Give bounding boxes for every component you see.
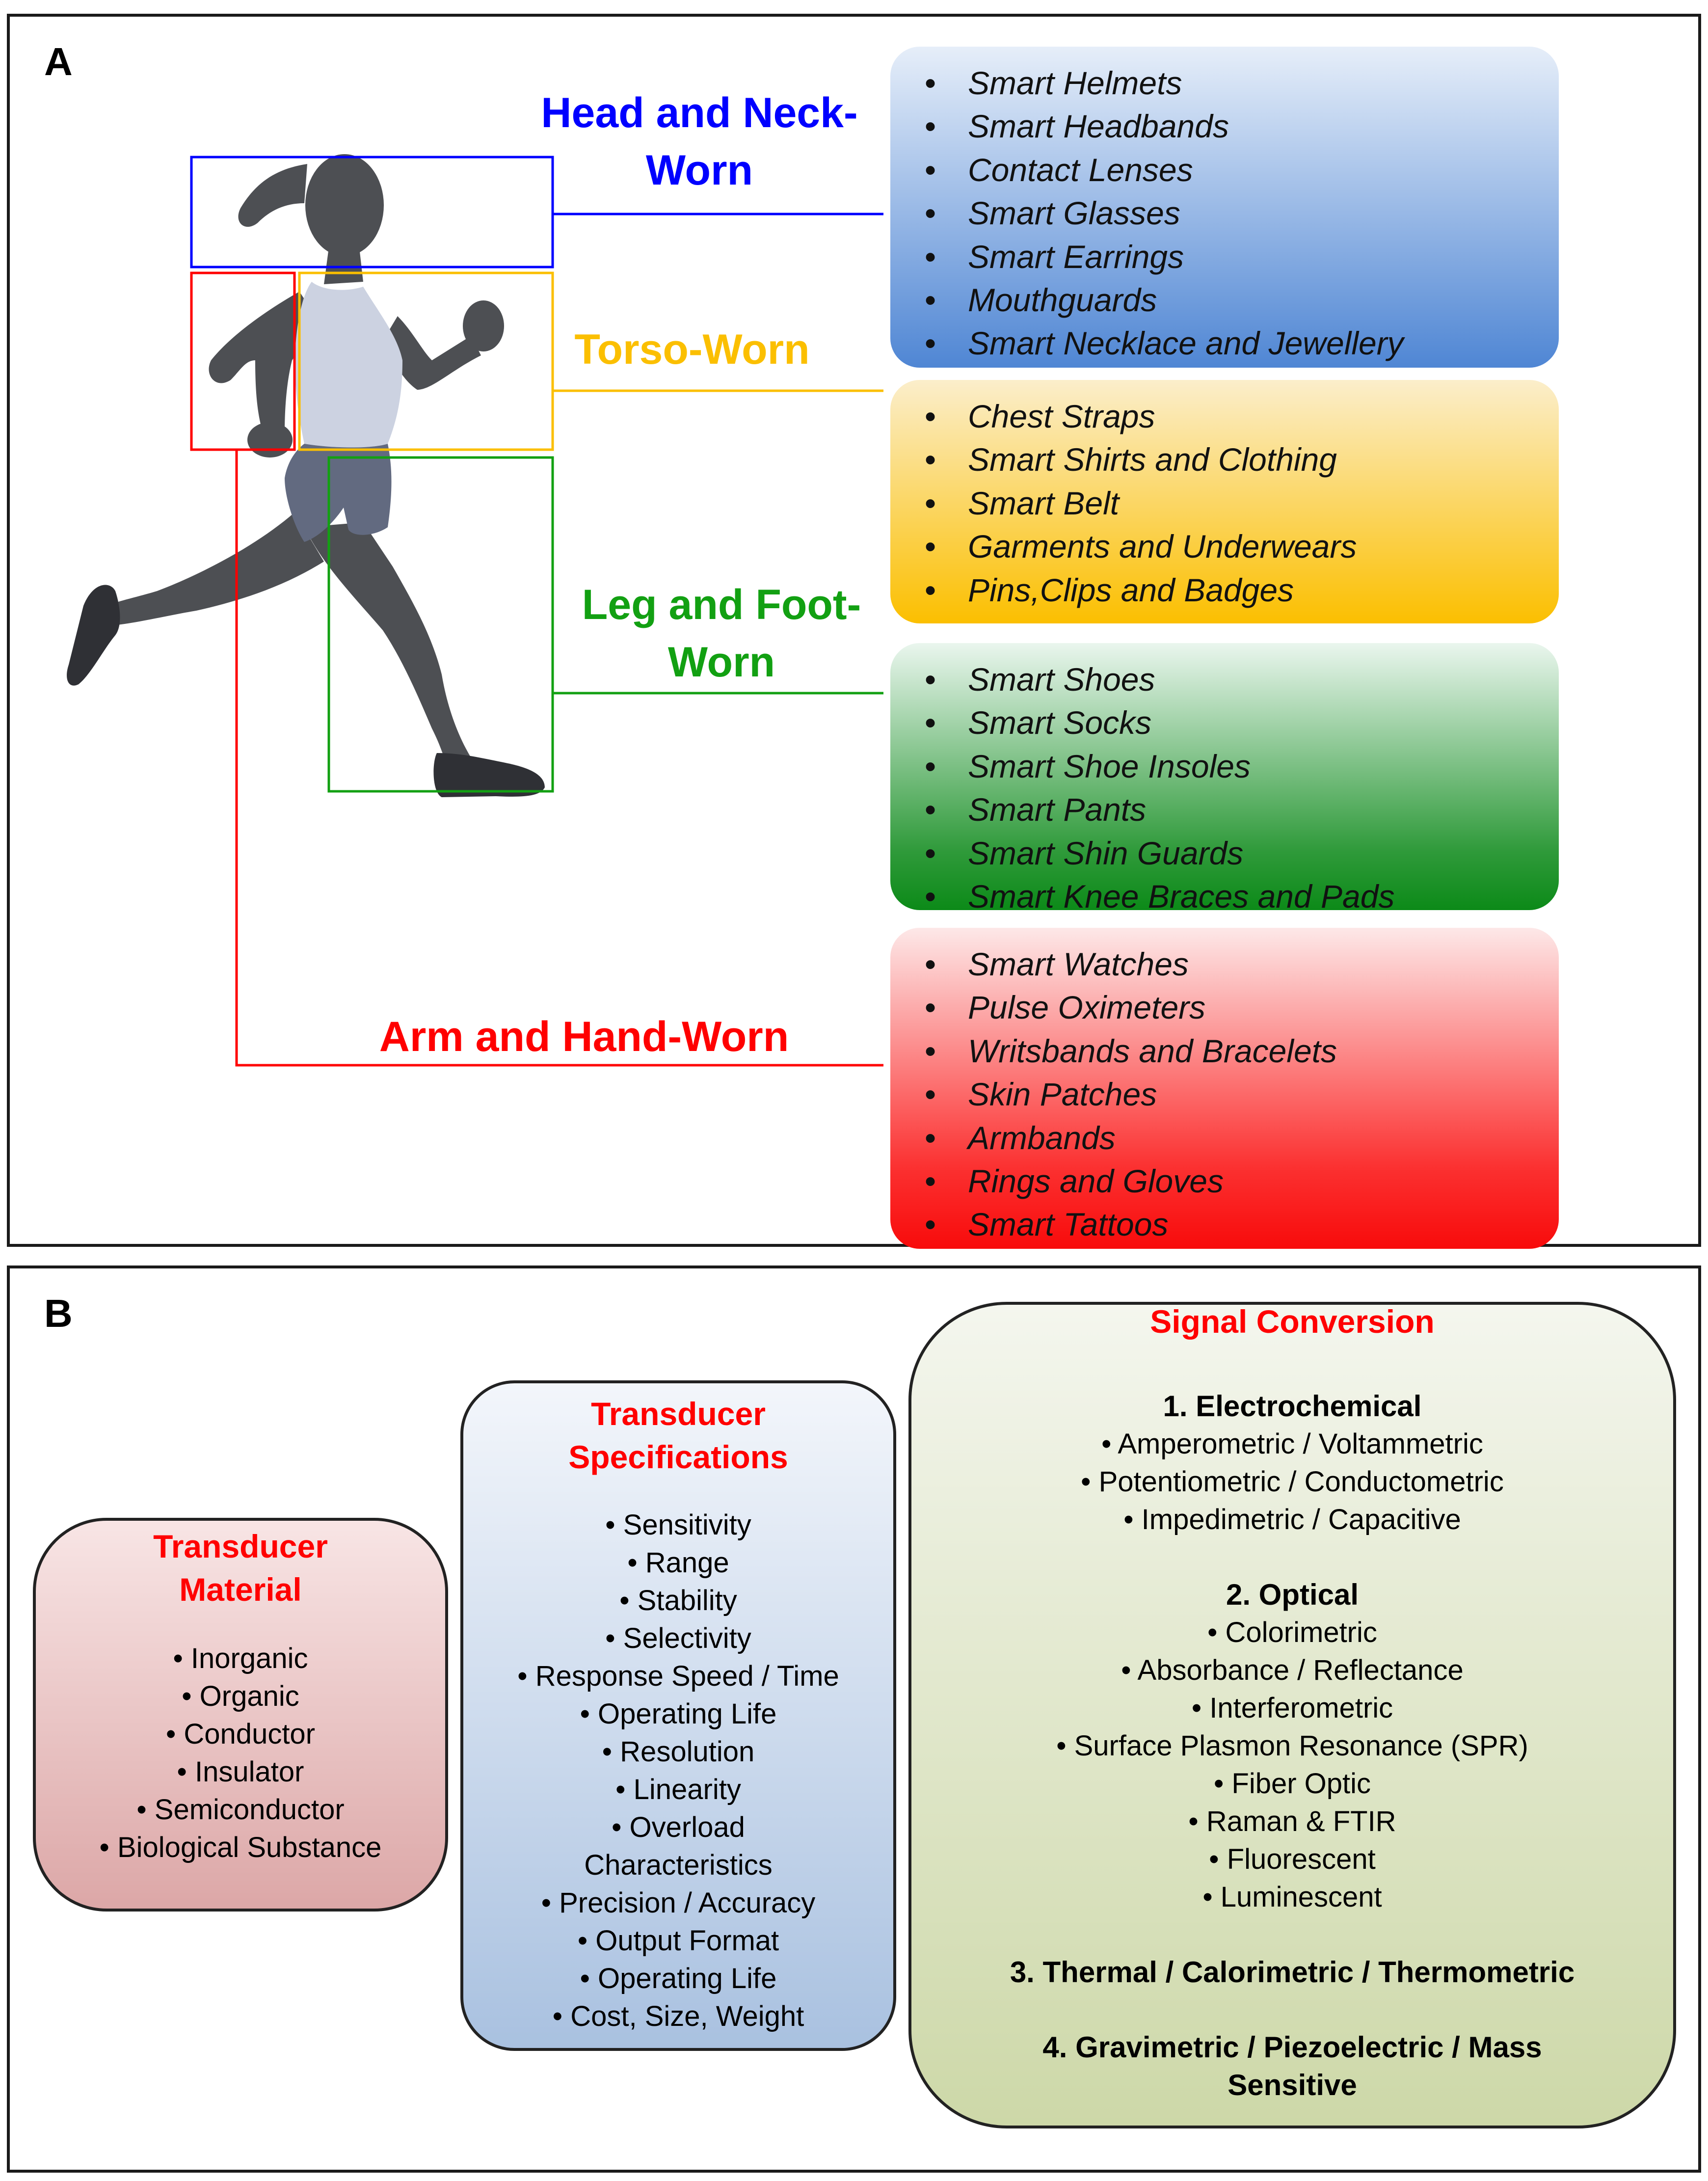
runner-front-arm: [383, 316, 481, 390]
list-item: • Impedimetric / Capacitive: [1123, 1504, 1461, 1535]
runner-front-hand: [463, 300, 504, 351]
list-item: • Luminescent: [1202, 1881, 1382, 1913]
list-item: • Biological Substance: [99, 1831, 382, 1863]
arm-connector-line: [235, 450, 883, 1067]
list-item: • Resolution: [602, 1736, 755, 1768]
runner-tank-top: [294, 282, 402, 448]
list-item: • Fiber Optic: [1213, 1768, 1371, 1800]
list-item: • Inorganic: [173, 1642, 308, 1674]
runner-head: [305, 154, 384, 256]
runner-ponytail: [238, 164, 307, 227]
list-item: • Selectivity: [605, 1622, 751, 1654]
list-item: • Raman & FTIR: [1188, 1805, 1396, 1837]
list-item: • Conductor: [165, 1718, 316, 1750]
list-item: Skin Patches: [925, 1073, 1559, 1116]
runner-front-shoe: [433, 753, 545, 797]
list-item: • Insulator: [177, 1756, 304, 1788]
panel-letter-b: B: [44, 1292, 73, 1335]
list-item: Contact Lenses: [925, 148, 1559, 192]
leg-foot-label: Leg and Foot-Worn: [582, 581, 861, 686]
list-item: • Fluorescent: [1209, 1843, 1376, 1875]
runner-shorts: [285, 444, 392, 542]
panel-a: A: [7, 14, 1701, 1249]
list-item: Smart Shin Guards: [925, 832, 1559, 875]
list-item: Smart Watches: [925, 942, 1559, 986]
transducer-material-title: Transducer Material: [153, 1528, 328, 1608]
list-item: Smart Shirts and Clothing: [925, 438, 1559, 482]
head-neck-label: Head and Neck-Worn: [541, 89, 858, 194]
list-item: • Absorbance / Reflectance: [1121, 1654, 1464, 1686]
list-item: Pulse Oximeters: [925, 986, 1559, 1029]
list-item: Smart Headbands: [925, 105, 1559, 148]
transducer-specifications-title: Transducer Specifications: [568, 1396, 788, 1475]
runner-front-leg: [304, 522, 471, 763]
signal-conversion-title: Signal Conversion: [1150, 1303, 1435, 1340]
arm-hand-device-list: Smart Watches Pulse Oximeters Writsbands…: [890, 928, 1559, 1249]
transducer-material-box: Transducer Material • Inorganic • Organi…: [33, 1518, 448, 1912]
list-item: • Overload Characteristics: [584, 1811, 773, 1881]
list-item: Armbands: [925, 1116, 1559, 1160]
torso-region-box: [298, 271, 554, 451]
head-neck-device-list: Smart Helmets Smart Headbands Contact Le…: [890, 47, 1559, 368]
list-item: Smart Shoes: [925, 658, 1559, 701]
signal-conversion-box: Signal Conversion 1. Electrochemical • A…: [908, 1302, 1676, 2128]
leg-foot-device-list: Smart Shoes Smart Socks Smart Shoe Insol…: [890, 643, 1559, 918]
runner-back-shoe: [67, 585, 120, 686]
list-item: • Colorimetric: [1207, 1616, 1377, 1648]
leg-region-box: [327, 456, 554, 793]
torso-device-list: Chest Straps Smart Shirts and Clothing S…: [890, 380, 1559, 623]
list-item: Writsbands and Bracelets: [925, 1029, 1559, 1073]
list-item: • Precision / Accuracy: [541, 1887, 816, 1919]
list-item: • Semiconductor: [136, 1794, 345, 1826]
list-item: • Stability: [619, 1585, 737, 1616]
runner-back-hand: [247, 422, 293, 458]
list-item: Smart Tattoos: [925, 1203, 1559, 1246]
list-item: • Response Speed / Time: [517, 1660, 839, 1692]
list-item: Smart Pants: [925, 788, 1559, 832]
list-item: Smart Socks: [925, 701, 1559, 745]
list-item: • Potentiometric / Conductometric: [1081, 1466, 1504, 1498]
list-item: • Linearity: [615, 1774, 741, 1805]
arm-region-box: [190, 271, 296, 451]
runner-figure: [67, 154, 883, 1067]
list-item: • Cost, Size, Weight: [552, 2000, 804, 2032]
torso-label: Torso-Worn: [574, 326, 810, 373]
list-item: Garments and Underwears: [925, 525, 1559, 568]
runner-back-leg: [108, 512, 324, 625]
list-item: Smart Helmets: [925, 61, 1559, 105]
section-heading-optical: 2. Optical: [1226, 1578, 1359, 1611]
list-item: • Organic: [182, 1680, 299, 1712]
list-item: Pins,Clips and Badges: [925, 568, 1559, 612]
list-item: Smart Glasses: [925, 191, 1559, 235]
section-heading-thermal: 3. Thermal / Calorimetric / Thermometric: [1010, 1956, 1575, 1989]
list-item: • Amperometric / Voltammetric: [1101, 1428, 1483, 1460]
list-item: Smart Knee Braces and Pads: [925, 875, 1559, 918]
list-item: • Output Format: [577, 1925, 779, 1957]
list-item: • Operating Life: [580, 1698, 777, 1730]
list-item: • Operating Life: [580, 1963, 777, 1994]
list-item: Chest Straps: [925, 395, 1559, 438]
transducer-specifications-box: Transducer Specifications • Sensitivity …: [460, 1380, 896, 2051]
list-item: Smart Shoe Insoles: [925, 745, 1559, 788]
section-heading-gravimetric: 4. Gravimetric / Piezoelectric / Mass Se…: [1042, 2031, 1542, 2101]
list-item: Rings and Gloves: [925, 1159, 1559, 1203]
list-item: • Range: [627, 1547, 729, 1579]
list-item: • Sensitivity: [605, 1509, 751, 1541]
section-heading-electrochemical: 1. Electrochemical: [1163, 1390, 1422, 1423]
list-item: • Surface Plasmon Resonance (SPR): [1056, 1730, 1528, 1762]
head-region-box: [190, 156, 554, 269]
list-item: Smart Belt: [925, 482, 1559, 525]
runner-back-arm: [209, 292, 319, 439]
list-item: Smart Necklace and Jewellery: [925, 322, 1559, 365]
arm-hand-label: Arm and Hand-Worn: [379, 1013, 789, 1060]
list-item: Mouthguards: [925, 278, 1559, 322]
list-item: Smart Earrings: [925, 235, 1559, 279]
list-item: • Interferometric: [1191, 1692, 1393, 1724]
panel-letter-a: A: [44, 40, 73, 83]
